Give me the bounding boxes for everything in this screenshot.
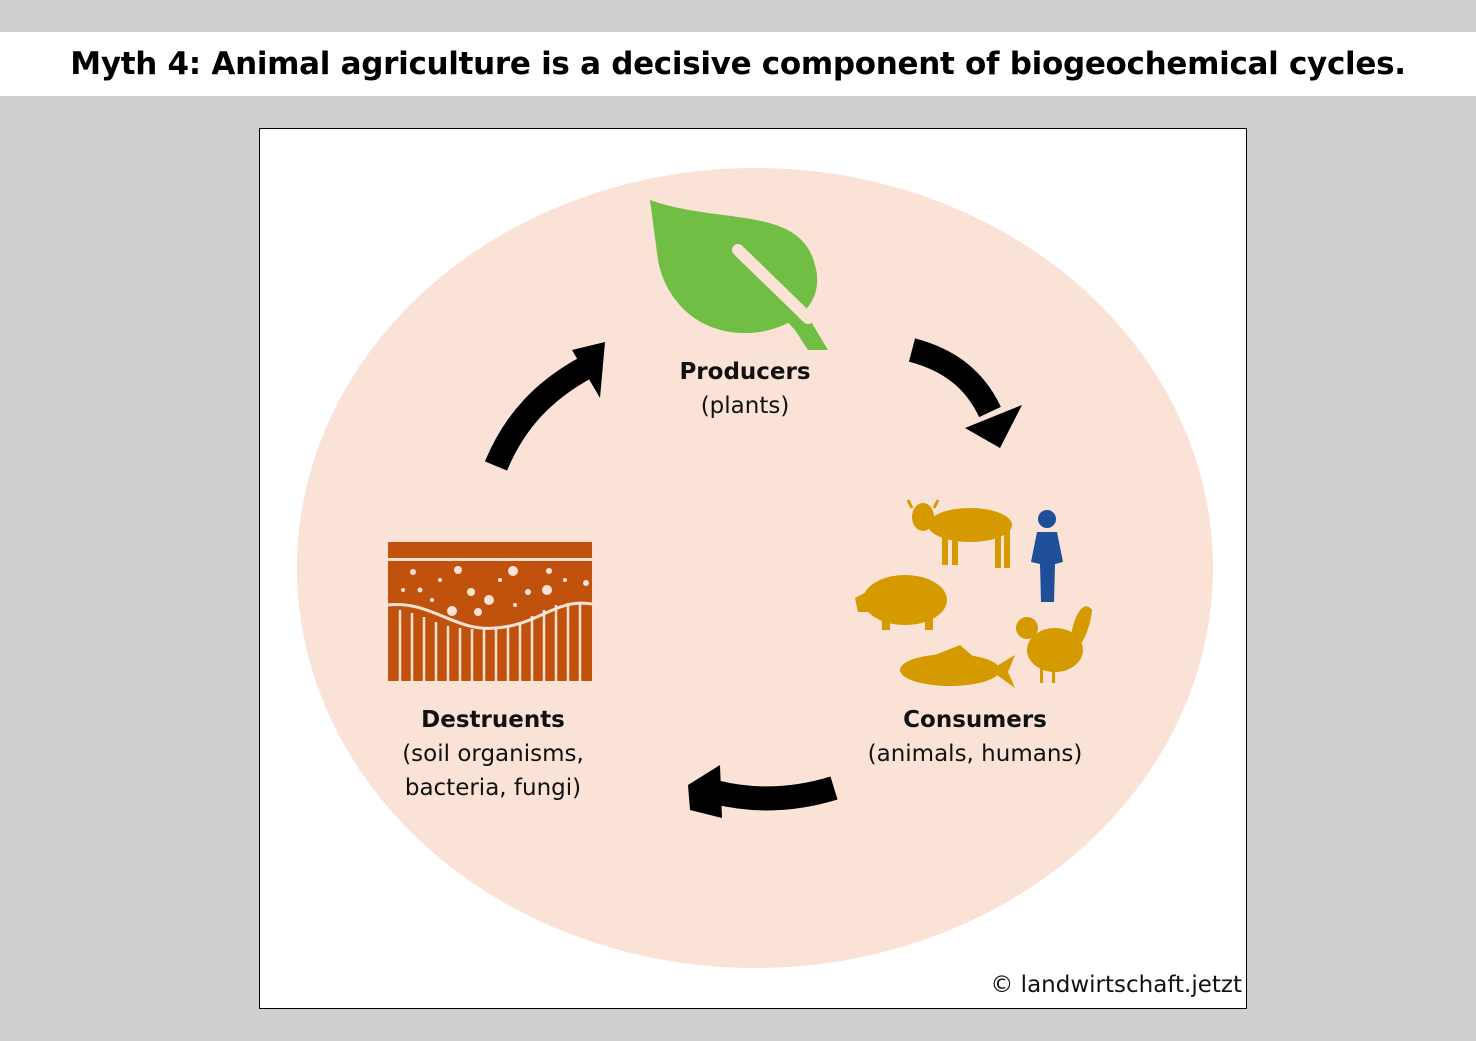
page-title: Myth 4: Animal agriculture is a decisive… bbox=[70, 46, 1406, 82]
producers-title: Producers bbox=[679, 359, 811, 385]
consumers-label: Consumers (animals, humans) bbox=[868, 703, 1083, 771]
producers-label: Producers (plants) bbox=[679, 355, 810, 423]
pig-icon bbox=[855, 575, 947, 630]
destruents-subtitle-2: bacteria, fungi) bbox=[404, 775, 582, 801]
copyright: © landwirtschaft.jetzt bbox=[990, 972, 1242, 998]
arrow-producers-to-consumers bbox=[908, 338, 1022, 448]
chicken-icon bbox=[1016, 606, 1092, 683]
human-icon bbox=[1031, 510, 1063, 602]
leaf-icon bbox=[650, 200, 828, 350]
soil-icon bbox=[387, 542, 593, 681]
arrow-consumers-to-destruents bbox=[688, 765, 838, 818]
producers-subtitle: (plants) bbox=[700, 393, 790, 419]
consumers-subtitle: (animals, humans) bbox=[867, 741, 1083, 767]
cycle-background bbox=[297, 168, 1213, 968]
consumers-title: Consumers bbox=[903, 707, 1047, 733]
destruents-title: Destruents bbox=[421, 707, 565, 733]
title-band: Myth 4: Animal agriculture is a decisive… bbox=[0, 32, 1476, 96]
fish-icon bbox=[900, 645, 1015, 688]
destruents-label: Destruents (soil organisms, bacteria, fu… bbox=[402, 703, 584, 805]
arrow-destruents-to-producers bbox=[484, 342, 605, 471]
destruents-subtitle-1: (soil organisms, bbox=[402, 741, 584, 767]
cow-icon bbox=[906, 499, 1012, 568]
